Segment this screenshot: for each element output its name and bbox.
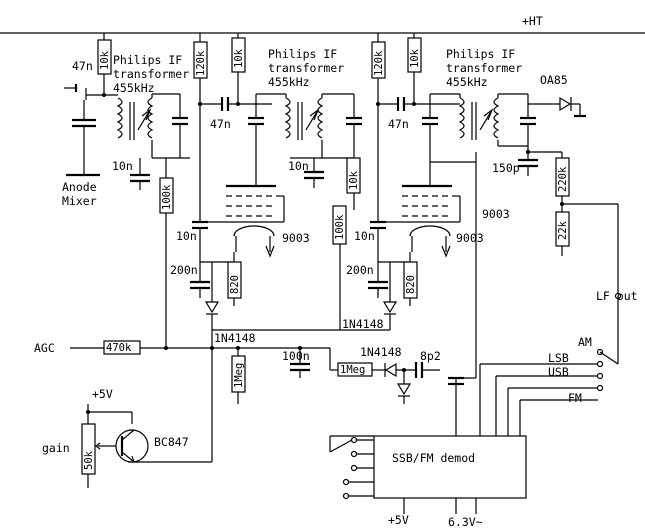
junction-dot — [560, 202, 564, 206]
s1-tf-freq: 455kHz — [113, 81, 155, 95]
s3-c-det-label: 150p — [492, 161, 520, 175]
s3-tube-label: 9003 — [456, 231, 484, 245]
s3-c-grid-label: 10n — [354, 229, 375, 243]
s2-c-couple-label: 47n — [210, 117, 231, 131]
agc-r-label: 470k — [106, 342, 132, 354]
s3-tube-right-label: 9003 — [482, 207, 510, 221]
s3-r-screen-label: 120k — [373, 50, 385, 76]
gain-transistor-label: BC847 — [154, 435, 189, 449]
mode-switch-blade[interactable] — [599, 351, 619, 365]
s1-src-label-1: Anode — [62, 180, 97, 194]
s1-c-in-label: 47n — [72, 59, 93, 73]
agc-r-1meg-a-label: 1Meg — [233, 363, 245, 388]
s2-r-screen-label: 120k — [195, 50, 207, 76]
gain-wiper-arrow — [95, 442, 101, 450]
s3-r-det2-label: 22k — [557, 220, 569, 240]
s1-tf-name: Philips IF — [113, 53, 182, 67]
agc-diode3-label: 1N4148 — [360, 345, 402, 359]
gain-pot-label: 50k — [83, 450, 95, 470]
s1-r-ht-label: 10k — [99, 50, 111, 70]
s3-tf-freq: 455kHz — [446, 75, 488, 89]
lf-out-label: LF out — [596, 289, 638, 303]
agc-r-1meg-b-label: 1Meg — [340, 364, 365, 376]
junction-dot — [412, 102, 416, 106]
gain-transistor — [115, 348, 213, 463]
sw-lsb-label: LSB — [548, 351, 569, 365]
demod-sw-pin-4 — [342, 478, 350, 486]
s2-tf-freq: 455kHz — [268, 75, 310, 89]
junction-dot — [236, 102, 240, 106]
junction-dot — [236, 346, 240, 350]
demod-sw-pin-1 — [350, 436, 358, 444]
s3-r-cath-label: 820 — [405, 275, 417, 294]
s1-if-transformer — [72, 93, 188, 158]
junction-dot — [298, 346, 302, 350]
sw-pin-fm[interactable] — [596, 384, 604, 392]
s3-tf-word: transformer — [446, 61, 522, 75]
agc-label: AGC — [34, 341, 55, 355]
s2-diode — [204, 301, 220, 314]
s1-c-dec-label: 10n — [112, 159, 133, 173]
s2-r-cath-label: 820 — [229, 275, 241, 294]
demod-heater-label: 6.3V~ — [448, 515, 483, 529]
agc-c-label: 100n — [282, 349, 310, 363]
s2-tube-label: 9003 — [282, 231, 310, 245]
lf-out-terminal — [614, 292, 622, 300]
junction-dot — [376, 102, 380, 106]
gain-label: gain — [42, 441, 70, 455]
junction-dot — [102, 93, 106, 97]
demod-sw-pin-3 — [350, 464, 358, 472]
junction-dot — [402, 368, 406, 372]
s2-c-cath-label: 200n — [170, 263, 198, 277]
s1-tf-word: transformer — [113, 67, 189, 81]
s3-oa85-diode — [559, 96, 572, 112]
sw-pin-am[interactable] — [596, 348, 604, 356]
agc-diode3 — [384, 362, 397, 378]
sw-usb-label: USB — [548, 365, 569, 379]
agc-c-8p2-label: 8p2 — [420, 349, 441, 363]
junction-dot — [198, 102, 202, 106]
s3-r-ht-label: 10k — [409, 48, 421, 68]
demod-sw-pin-5 — [342, 492, 350, 500]
ht-label: +HT — [522, 14, 543, 28]
s3-if-transformer — [422, 93, 536, 162]
s2-tf-name: Philips IF — [268, 47, 337, 61]
s3-tube-9003 — [402, 152, 477, 258]
sw-am-label: AM — [578, 335, 592, 349]
s2-tube-9003 — [226, 176, 285, 258]
demod-5v-label: +5V — [388, 513, 409, 527]
gain-supply-label: +5V — [92, 387, 113, 401]
s2-c-dec-label: 10n — [288, 159, 309, 173]
s2-r-damp-label: 10k — [348, 170, 360, 190]
s2-tf-word: transformer — [268, 61, 344, 75]
sw-pin-lsb[interactable] — [596, 360, 604, 368]
junction-dot — [86, 410, 90, 414]
demod-sw-pin-2 — [350, 450, 358, 458]
demod-title: SSB/FM demod — [392, 451, 475, 465]
junction-dot — [526, 150, 530, 154]
demod-sw-blade — [329, 439, 353, 453]
s3-c-couple-label: 47n — [388, 117, 409, 131]
s3-diode — [382, 301, 398, 314]
agc-diode4 — [396, 383, 412, 396]
junction-dot — [164, 346, 168, 350]
s2-if-transformer — [248, 93, 362, 176]
s3-r-det-label: 220k — [557, 166, 569, 192]
demod-box — [373, 435, 527, 499]
sw-pin-usb[interactable] — [596, 372, 604, 380]
s2-r-ht-label: 10k — [233, 48, 245, 68]
sw-fm-label: FM — [568, 391, 582, 405]
junction-dot — [210, 346, 214, 350]
agc-diode1-label: 1N4148 — [342, 317, 384, 331]
agc-diode2-label: 1N4148 — [214, 331, 256, 345]
s2-r-g-label: 100k — [334, 214, 346, 240]
s1-src-label-2: Mixer — [62, 194, 97, 208]
s3-c-cath-label: 200n — [346, 263, 374, 277]
s3-oa85-label: OA85 — [540, 73, 568, 87]
s1-r-bias-label: 100k — [161, 184, 173, 210]
s2-c-grid-label: 10n — [176, 229, 197, 243]
s3-tf-name: Philips IF — [446, 47, 515, 61]
